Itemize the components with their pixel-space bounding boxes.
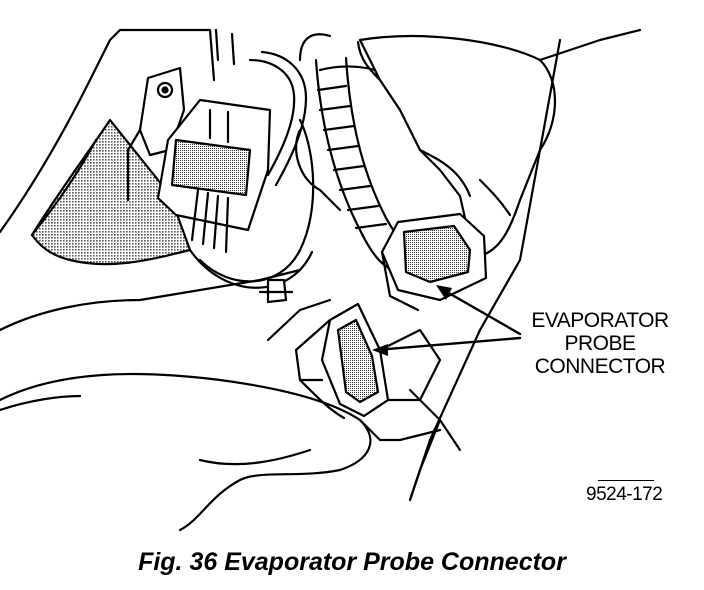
- dash-panel-edge: [0, 268, 302, 332]
- reference-code: 9524-172: [586, 484, 663, 505]
- callout-leader-upper: [438, 286, 522, 336]
- wire-harness: [314, 58, 394, 272]
- arrowhead-lower: [372, 344, 388, 356]
- arrowhead-upper: [436, 285, 452, 300]
- reference-rule: [598, 480, 654, 481]
- dash-panel-shade: [30, 118, 192, 266]
- callout-line-2: PROBE: [564, 332, 636, 355]
- callout-leader-lower: [374, 336, 522, 352]
- callout-line-3: CONNECTOR: [534, 355, 666, 378]
- callout-line-1: EVAPORATOR: [531, 309, 669, 332]
- figure-caption: Fig. 36 Evaporator Probe Connector: [138, 548, 566, 576]
